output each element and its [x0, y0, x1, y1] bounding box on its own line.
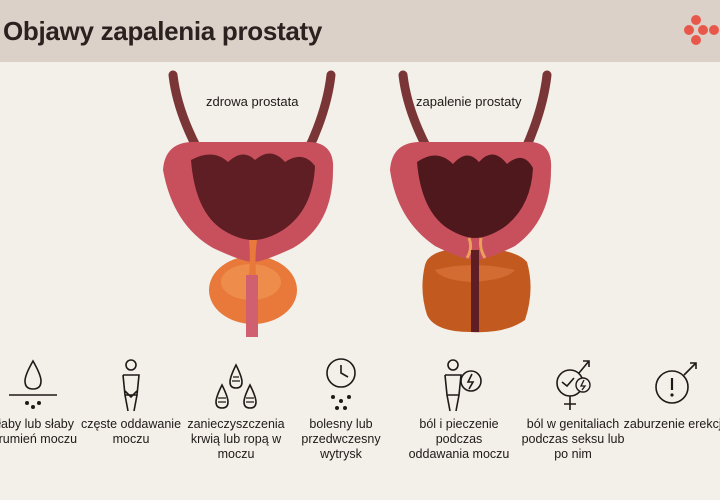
- symptom-genital-pain: ból w genitaliach podczas seksu lub po n…: [518, 355, 628, 462]
- symptom-label: słaby lub słaby strumień moczu: [0, 417, 78, 446]
- symptom-erectile-dysfunction: zaburzenie erekcji: [619, 355, 720, 432]
- bladder-lumen: [417, 154, 533, 238]
- symptom-label: zanieczyszczenia krwią lub ropą w moczu: [187, 417, 285, 461]
- symptom-painful-ejaculation: bolesny lub przedwczesny wytrysk: [286, 355, 396, 462]
- symptom-label: zaburzenie erekcji: [623, 417, 720, 431]
- symptom-frequent-urination: częste oddawanie moczu: [76, 355, 186, 447]
- alert-arrow-icon: [655, 362, 697, 404]
- symptom-label: ból w genitaliach podczas seksu lub po n…: [521, 417, 625, 461]
- person-urgency-icon: [122, 359, 140, 412]
- urethra: [471, 250, 479, 332]
- person-pain-icon: [444, 359, 482, 412]
- drops-icon: [215, 363, 257, 409]
- symptom-label: częste oddawanie moczu: [80, 417, 182, 446]
- brand-dots-icon: [684, 15, 719, 45]
- inflamed-prostate-diagram: [390, 70, 552, 333]
- ureter-right: [303, 70, 336, 155]
- bladder-lumen: [191, 153, 315, 240]
- symptom-burning: ból i pieczenie podczas oddawania moczu: [404, 355, 514, 462]
- ureter-right: [520, 70, 552, 155]
- symptom-label: ból i pieczenie podczas oddawania moczu: [408, 417, 510, 461]
- gender-pain-icon: [556, 360, 591, 410]
- inflamed-label: zapalenie prostaty: [416, 94, 522, 109]
- symptom-blood-pus: zanieczyszczenia krwią lub ropą w moczu: [181, 355, 291, 462]
- header-bar: Objawy zapalenia prostaty: [0, 0, 720, 62]
- urethra: [246, 275, 258, 337]
- symptom-label: bolesny lub przedwczesny wytrysk: [301, 417, 381, 461]
- clock-drops-icon: [326, 358, 356, 410]
- ureter-left: [168, 70, 203, 155]
- healthy-label: zdrowa prostata: [206, 94, 299, 109]
- ureter-left: [398, 70, 433, 155]
- healthy-prostate-diagram: [163, 70, 336, 337]
- symptom-weak-stream: słaby lub słaby strumień moczu: [0, 355, 88, 447]
- drop-icon: [9, 359, 57, 409]
- page-title: Objawy zapalenia prostaty: [3, 16, 323, 46]
